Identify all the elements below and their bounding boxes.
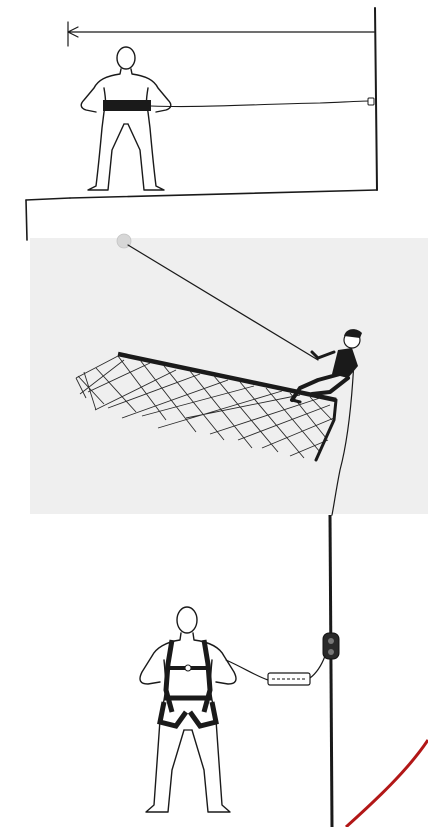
drop-edge [26,200,27,240]
red-arc [346,740,428,827]
floor-edge [26,198,70,200]
floor [70,190,377,198]
wall [375,8,377,190]
harness-worker-figure [140,607,236,812]
restraint-panel [26,8,377,240]
lanyard-to-grab [310,656,325,678]
safety-belt [103,100,151,111]
vertical-lifeline-panel [140,515,428,827]
full-body-harness [160,640,216,726]
dimension-arrow [68,22,374,46]
restraint-lanyard [151,101,370,107]
rope-grab [323,633,339,659]
wall-anchor [368,98,374,105]
fall-arrest-panel [30,234,428,515]
vertical-lifeline [330,515,332,827]
worker-figure [81,47,171,190]
